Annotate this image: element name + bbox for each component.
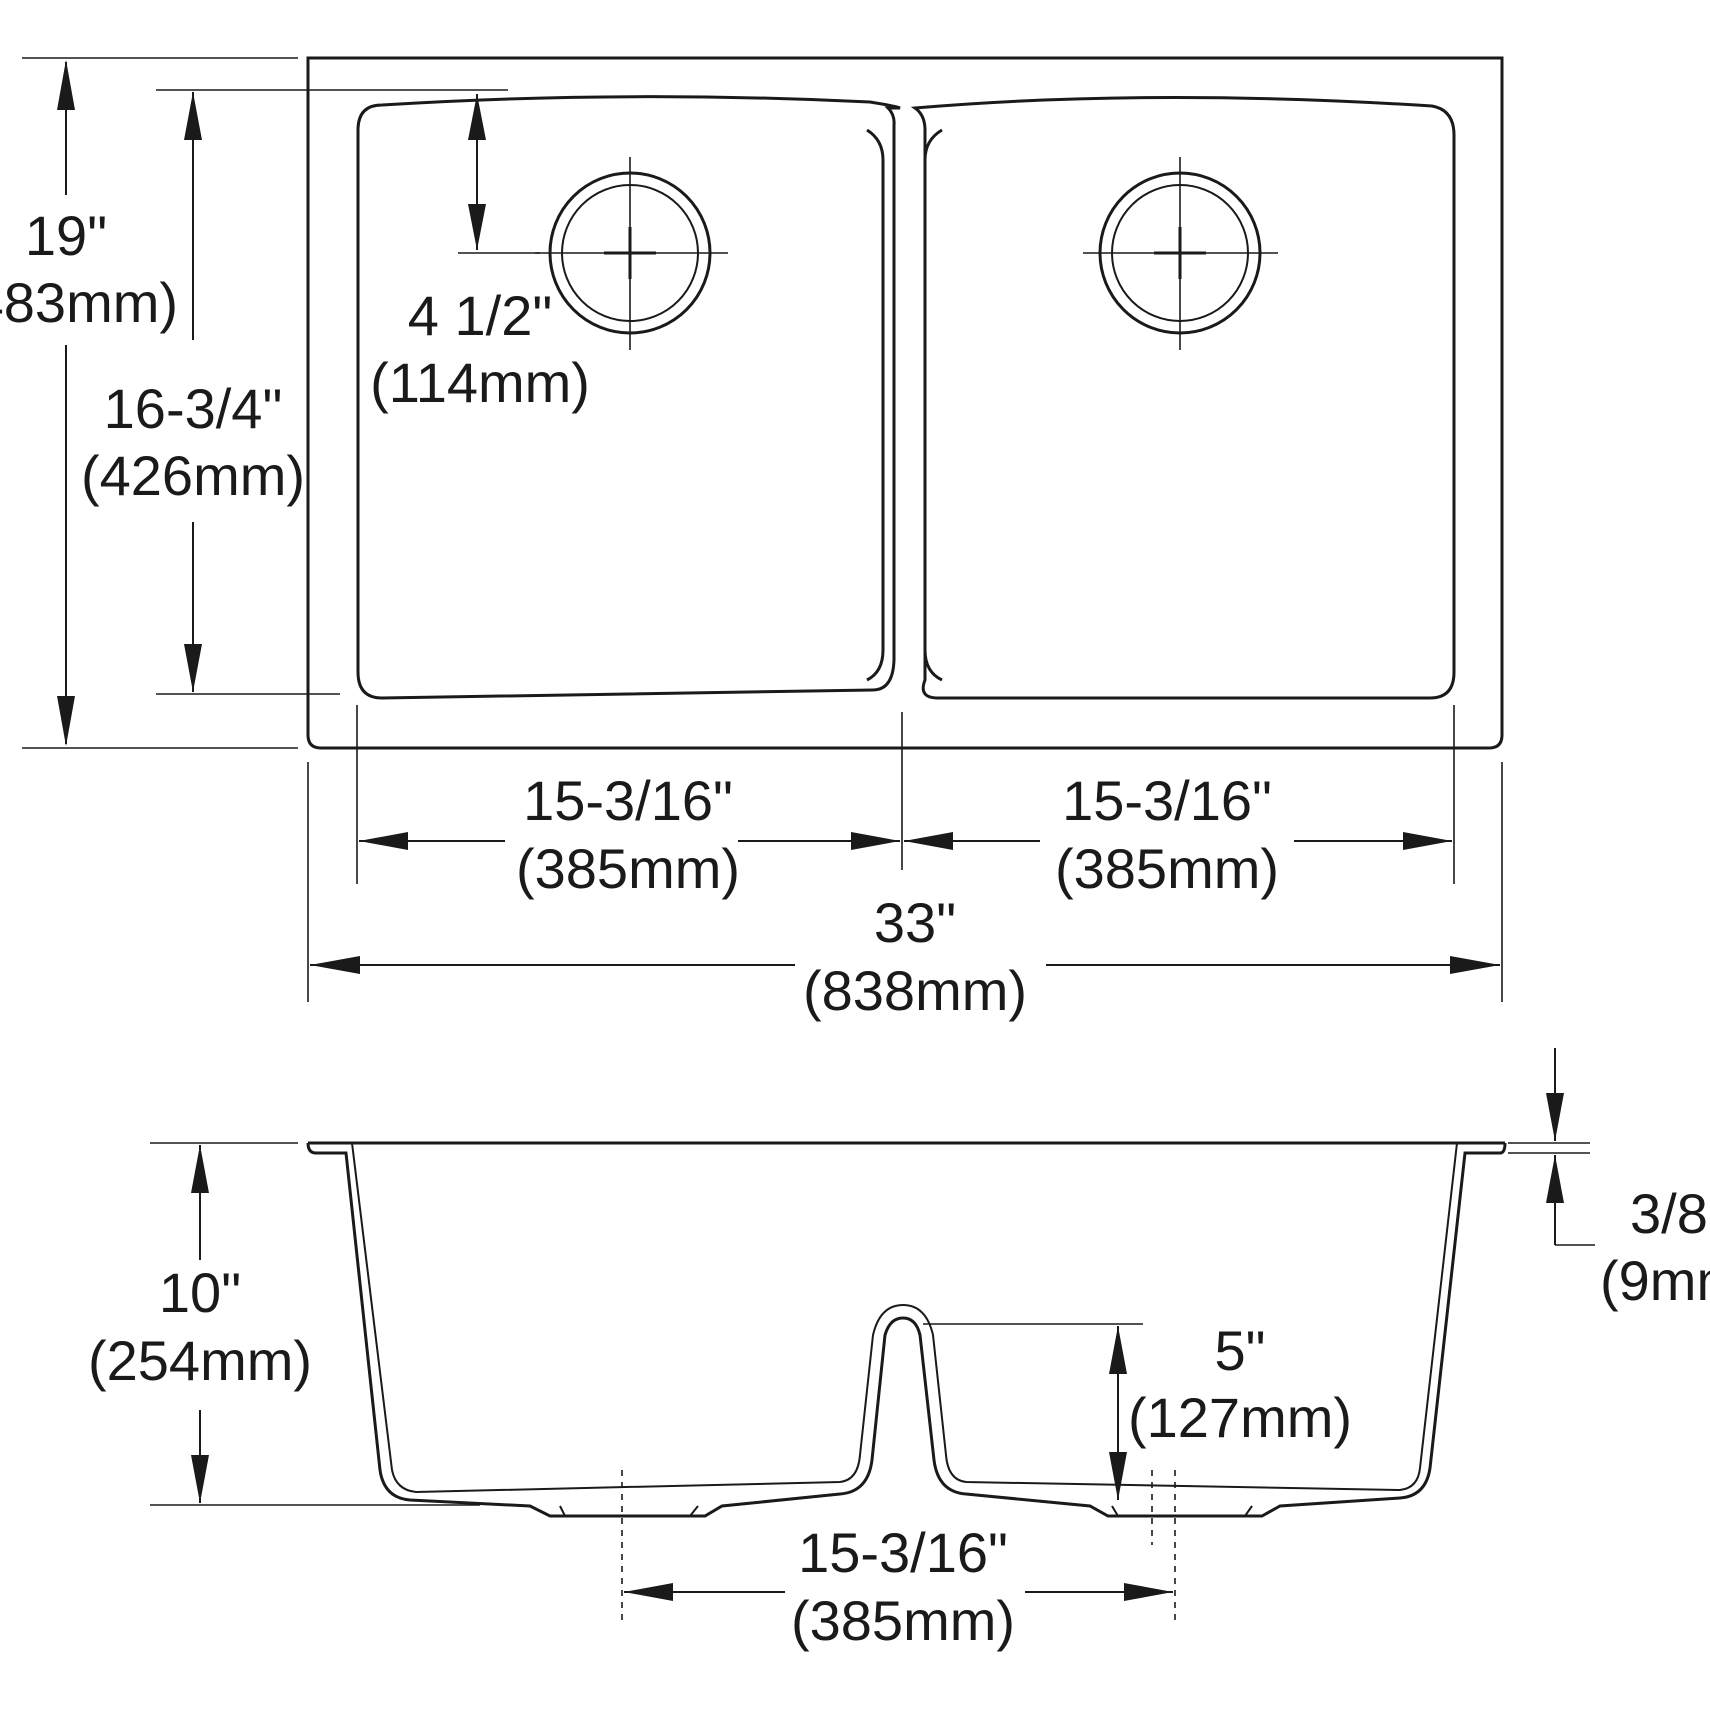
- dim-overall-depth: [57, 60, 75, 746]
- sink-outer-outline: [306, 56, 1504, 750]
- bowl-height-in-label: 10": [159, 1261, 241, 1324]
- bowl-depth-mm-label: (426mm): [81, 444, 305, 507]
- overall-depth-in-label: 19": [25, 204, 107, 267]
- dim-rim-thickness: [1546, 1048, 1564, 1245]
- drain-offset-in-label: 4 1/2": [408, 284, 552, 347]
- drain-spacing-in-label: 15-3/16": [798, 1521, 1008, 1584]
- dim-bowl-height: [191, 1145, 209, 1503]
- overall-width-mm-label: (838mm): [803, 959, 1027, 1022]
- dim-overall-width: [310, 956, 1500, 974]
- dim-divider-height: [1109, 1326, 1127, 1500]
- right-bowl-width-mm-label: (385mm): [1055, 837, 1279, 900]
- left-bowl-divider-edge: [866, 128, 885, 682]
- divider-height-mm-label: (127mm): [1128, 1386, 1352, 1449]
- left-bowl-outline: [356, 95, 901, 700]
- drain-spacing-mm-label: (385mm): [791, 1589, 1015, 1652]
- side-left-drain: [559, 1505, 699, 1517]
- rim-thickness-mm-label: (9mm): [1600, 1249, 1710, 1312]
- overall-depth-mm-label: (483mm): [0, 271, 178, 334]
- side-inner-wall: [351, 1142, 1458, 1494]
- divider-height-in-label: 5": [1214, 1319, 1265, 1382]
- side-view: 10" (254mm) 5" (127mm) 3/8" (9mm) 15-3/1…: [88, 1048, 1710, 1652]
- dim-drain-spacing: [624, 1583, 1173, 1601]
- side-left-wall: [306, 1142, 1507, 1518]
- dim-right-bowl-width: [904, 832, 1452, 850]
- left-drain: [535, 157, 728, 350]
- left-bowl-width-mm-label: (385mm): [516, 837, 740, 900]
- rim-thickness-in-label: 3/8": [1630, 1182, 1710, 1245]
- bowl-depth-in-label: 16-3/4": [104, 377, 283, 440]
- bowl-height-mm-label: (254mm): [88, 1329, 312, 1392]
- top-view: 19" (483mm) 16-3/4" (426mm) 4 1/2" (114m…: [0, 56, 1504, 1022]
- overall-width-in-label: 33": [874, 891, 956, 954]
- dim-left-bowl-width: [359, 832, 900, 850]
- right-bowl-width-in-label: 15-3/16": [1062, 769, 1272, 832]
- right-bowl-outline: [910, 95, 1456, 700]
- dim-drain-offset: [468, 94, 486, 250]
- side-right-drain: [1111, 1505, 1253, 1517]
- right-drain: [1083, 157, 1278, 350]
- left-bowl-width-in-label: 15-3/16": [523, 769, 733, 832]
- dim-bowl-depth: [184, 92, 202, 692]
- right-bowl-divider-edge: [923, 128, 943, 682]
- drain-offset-mm-label: (114mm): [370, 351, 590, 414]
